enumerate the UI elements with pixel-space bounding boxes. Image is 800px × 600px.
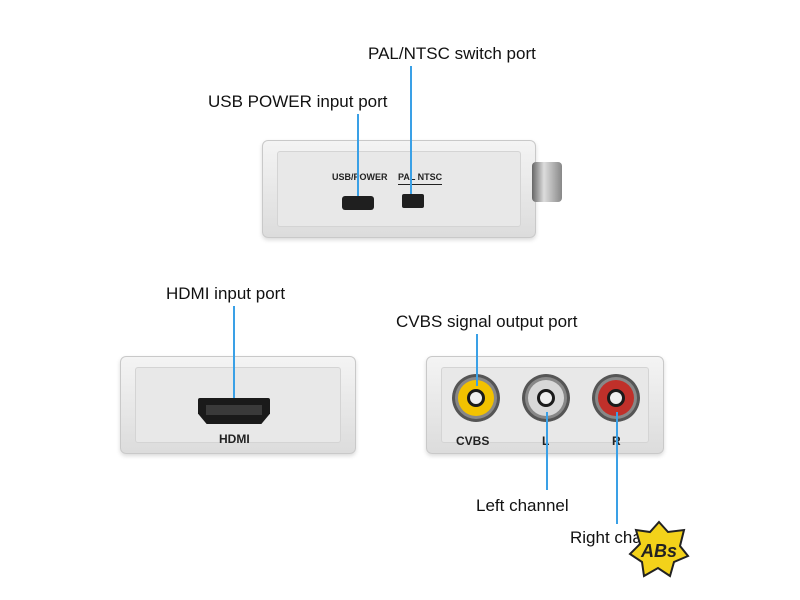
usb-power-callout: USB POWER input port xyxy=(208,92,388,111)
pal-ntsc-switch xyxy=(402,194,424,208)
cvbs-callout: CVBS signal output port xyxy=(396,312,578,331)
hdmi-callout: HDMI input port xyxy=(166,284,286,303)
cvbs-core xyxy=(467,389,485,407)
usb-power-line xyxy=(357,114,359,196)
hdmi-device-label: HDMI xyxy=(219,432,250,446)
pal-ntsc-bracket xyxy=(398,184,442,191)
cvbs-device-label: CVBS xyxy=(456,434,490,448)
pal-ntsc-device-label: PAL NTSC xyxy=(398,172,443,182)
hdmi-line xyxy=(233,306,235,398)
converter-side-usb xyxy=(262,140,536,238)
mini-usb-port xyxy=(342,196,374,210)
l-device-label: L xyxy=(542,434,549,448)
right-core xyxy=(607,389,625,407)
right-channel-callout: Right cha xyxy=(570,528,642,547)
right-channel-line xyxy=(616,412,618,524)
rca-knob-side xyxy=(532,162,562,202)
converter-panel xyxy=(277,151,521,227)
left-core xyxy=(537,389,555,407)
cvbs-line xyxy=(476,334,478,386)
right-jack xyxy=(592,374,640,422)
pal-ntsc-line xyxy=(410,66,412,194)
pal-ntsc-callout: PAL/NTSC switch port xyxy=(368,44,536,63)
abs-logo: ABs xyxy=(628,520,690,578)
abs-logo-text: ABs xyxy=(640,541,677,561)
left-channel-line xyxy=(546,412,548,490)
left-channel-callout: Left channel xyxy=(476,496,569,515)
usb-power-device-label: USB/POWER xyxy=(332,172,388,182)
hdmi-port-inner xyxy=(206,405,262,415)
